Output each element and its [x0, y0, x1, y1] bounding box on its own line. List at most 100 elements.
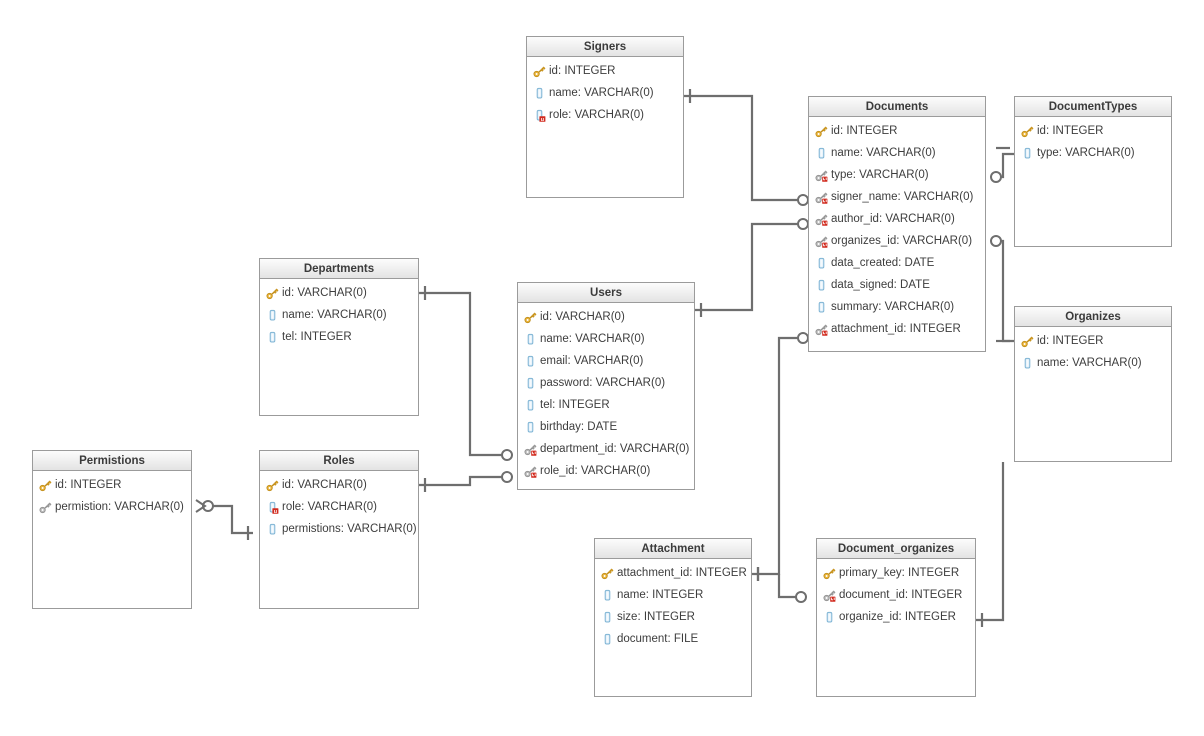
attribute-row[interactable]: attachment_id: INTEGER: [595, 562, 751, 584]
attribute-row[interactable]: id: INTEGER: [1015, 330, 1171, 352]
connector-line: [976, 462, 1005, 622]
relationship-permistions-roles[interactable]: [195, 499, 253, 540]
attribute-label: id: INTEGER: [1037, 335, 1104, 347]
attribute-label: permistion: VARCHAR(0): [55, 501, 184, 513]
attribute-label: id: INTEGER: [831, 125, 898, 137]
attribute-label: password: VARCHAR(0): [540, 377, 666, 389]
relationship-documents-organizes[interactable]: [990, 235, 1014, 343]
attribute-row[interactable]: name: VARCHAR(0): [518, 328, 694, 350]
attribute-row[interactable]: summary: VARCHAR(0): [809, 296, 985, 318]
attribute-row[interactable]: password: VARCHAR(0): [518, 372, 694, 394]
attribute-row[interactable]: id: VARCHAR(0): [518, 306, 694, 328]
entity-title-attachment: Attachment: [595, 539, 751, 559]
attribute-row[interactable]: id: INTEGER: [1015, 120, 1171, 142]
attribute-row[interactable]: name: VARCHAR(0): [1015, 352, 1171, 374]
attribute-label: email: VARCHAR(0): [540, 355, 644, 367]
attribute-label: tel: INTEGER: [282, 331, 352, 343]
attribute-label: size: INTEGER: [617, 611, 695, 623]
attribute-label: type: VARCHAR(0): [831, 169, 929, 181]
attribute-label: author_id: VARCHAR(0): [831, 213, 955, 225]
entity-title-roles: Roles: [260, 451, 418, 471]
attribute-row[interactable]: email: VARCHAR(0): [518, 350, 694, 372]
primary-key-icon: [524, 311, 537, 324]
attribute-row[interactable]: attachment_id: INTEGER: [809, 318, 985, 340]
attribute-label: summary: VARCHAR(0): [831, 301, 955, 313]
attribute-row[interactable]: data_created: DATE: [809, 252, 985, 274]
column-icon: [601, 589, 614, 602]
attribute-row[interactable]: signer_name: VARCHAR(0): [809, 186, 985, 208]
attribute-row[interactable]: name: VARCHAR(0): [260, 304, 418, 326]
svg-text:u: u: [541, 116, 544, 121]
relationship-signers-documents[interactable]: [684, 89, 809, 206]
attribute-row[interactable]: id: VARCHAR(0): [260, 282, 418, 304]
relationship-documents-documenttypes[interactable]: [990, 146, 1014, 183]
attribute-row[interactable]: name: VARCHAR(0): [527, 82, 683, 104]
attribute-row[interactable]: tel: INTEGER: [518, 394, 694, 416]
attribute-row[interactable]: id: INTEGER: [809, 120, 985, 142]
entity-title-document_organizes: Document_organizes: [817, 539, 975, 559]
attribute-row[interactable]: author_id: VARCHAR(0): [809, 208, 985, 230]
relationship-roles-users[interactable]: [419, 471, 513, 492]
entity-table-document_organizes[interactable]: Document_organizes primary_key: INTEGER do…: [816, 538, 976, 697]
relationship-users-documents-author[interactable]: [695, 218, 809, 317]
attribute-row[interactable]: name: INTEGER: [595, 584, 751, 606]
attribute-row[interactable]: organize_id: INTEGER: [817, 606, 975, 628]
connector-line: [684, 94, 798, 202]
attribute-label: name: VARCHAR(0): [549, 87, 654, 99]
cardinality-zero-mark: [797, 332, 809, 344]
relationship-attachment-documents[interactable]: [752, 332, 809, 581]
attribute-row[interactable]: id: INTEGER: [527, 60, 683, 82]
attribute-row[interactable]: role_id: VARCHAR(0): [518, 460, 694, 482]
attribute-row[interactable]: permistions: VARCHAR(0): [260, 518, 418, 540]
connector-line: [213, 504, 253, 535]
column-icon: [533, 87, 546, 100]
attribute-row[interactable]: birthday: DATE: [518, 416, 694, 438]
attribute-row[interactable]: permistion: VARCHAR(0): [33, 496, 191, 518]
attribute-row[interactable]: document_id: INTEGER: [817, 584, 975, 606]
attribute-row[interactable]: tel: INTEGER: [260, 326, 418, 348]
attribute-label: name: VARCHAR(0): [282, 309, 387, 321]
attribute-row[interactable]: id: VARCHAR(0): [260, 474, 418, 496]
relationship-attachment-document-organizes[interactable]: [756, 567, 807, 603]
relationship-departments-users[interactable]: [419, 286, 513, 461]
primary-key-icon: [601, 567, 614, 580]
column-icon: [815, 257, 828, 270]
attribute-label: document_id: INTEGER: [839, 589, 963, 601]
attribute-row[interactable]: size: INTEGER: [595, 606, 751, 628]
attribute-row[interactable]: organizes_id: VARCHAR(0): [809, 230, 985, 252]
foreign-key-icon: [815, 169, 828, 182]
column-icon: [524, 355, 537, 368]
attribute-row[interactable]: name: VARCHAR(0): [809, 142, 985, 164]
column-icon: [815, 301, 828, 314]
attribute-row[interactable]: id: INTEGER: [33, 474, 191, 496]
attribute-row[interactable]: primary_key: INTEGER: [817, 562, 975, 584]
primary-key-icon: [266, 479, 279, 492]
attribute-row[interactable]: type: VARCHAR(0): [809, 164, 985, 186]
attribute-row[interactable]: data_signed: DATE: [809, 274, 985, 296]
relationship-document-organizes-organizes[interactable]: [976, 462, 1005, 627]
attribute-label: id: VARCHAR(0): [282, 287, 367, 299]
primary-key-icon: [266, 287, 279, 300]
attribute-row[interactable]: type: VARCHAR(0): [1015, 142, 1171, 164]
attribute-row[interactable]: department_id: VARCHAR(0): [518, 438, 694, 460]
attribute-label: birthday: DATE: [540, 421, 618, 433]
column-icon: [266, 309, 279, 322]
attribute-row[interactable]: document: FILE: [595, 628, 751, 650]
column-icon: [823, 611, 836, 624]
primary-key-icon: [39, 479, 52, 492]
attribute-label: role: VARCHAR(0): [282, 501, 377, 513]
